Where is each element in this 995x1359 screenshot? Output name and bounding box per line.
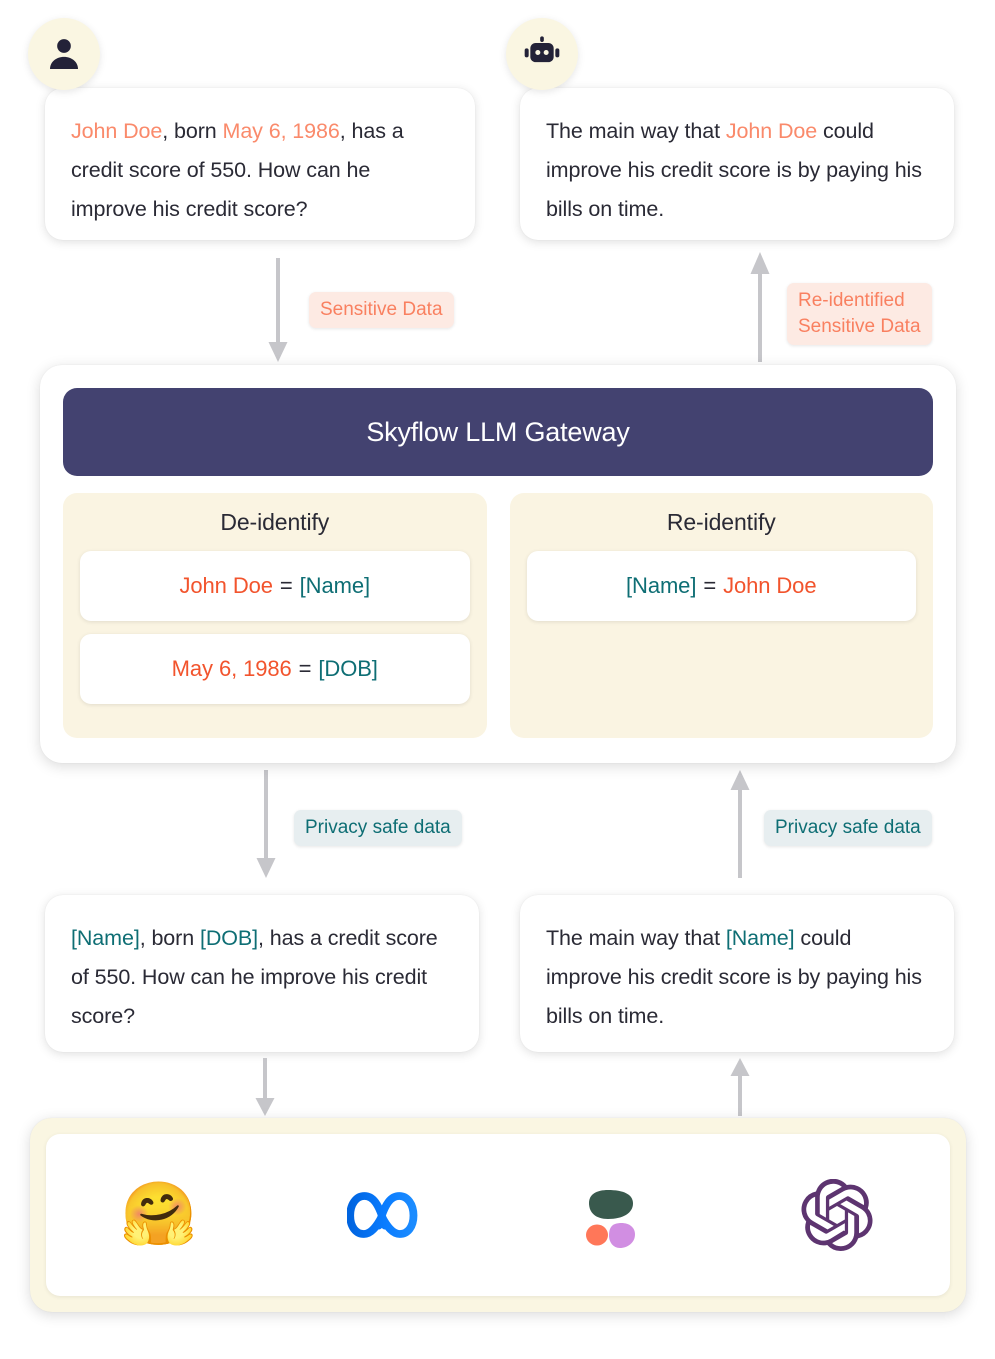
text-run-plain: , born bbox=[162, 119, 223, 143]
openai-logo[interactable] bbox=[799, 1177, 875, 1253]
text-run-plain: The main way that bbox=[546, 119, 726, 143]
text-run-pii: John Doe bbox=[71, 119, 163, 143]
text-run-pii: May 6, 1986 bbox=[222, 119, 340, 143]
arrow-sensitive-data-down bbox=[265, 258, 291, 362]
label-privacy-safe-data-up: Privacy safe data bbox=[764, 810, 932, 846]
llm-providers-row: 🤗 bbox=[46, 1134, 950, 1296]
mapping-operator: = bbox=[703, 573, 717, 598]
message-text: [Name], born [DOB], has a credit score o… bbox=[71, 926, 438, 1028]
text-run-pii: John Doe bbox=[725, 119, 818, 143]
arrow-to-llm-down bbox=[252, 1058, 278, 1116]
message-text: John Doe, born May 6, 1986, has a credit… bbox=[71, 119, 404, 221]
message-bot-deidentified: The main way that [Name] could improve h… bbox=[520, 895, 954, 1052]
bot-avatar bbox=[506, 18, 578, 90]
user-avatar-icon bbox=[50, 39, 78, 69]
cohere-logo[interactable] bbox=[573, 1177, 649, 1253]
openai-knot-icon bbox=[801, 1179, 873, 1251]
user-avatar bbox=[28, 18, 100, 90]
text-run-plain: , has a credit score of 550. How can he … bbox=[71, 119, 404, 221]
mapping-right: [DOB] bbox=[318, 656, 378, 681]
text-run-token: [Name] bbox=[71, 926, 140, 950]
mapping-operator: = bbox=[298, 656, 312, 681]
token-mapping-row: John Doe = [Name] bbox=[80, 551, 470, 621]
meta-infinity-icon bbox=[347, 1192, 418, 1238]
mapping-left: John Doe bbox=[179, 573, 273, 598]
meta-logo[interactable] bbox=[347, 1177, 423, 1253]
text-run-token: [Name] bbox=[725, 926, 795, 950]
hugging-face-logo[interactable]: 🤗 bbox=[120, 1177, 198, 1253]
mapping-right: John Doe bbox=[723, 573, 817, 598]
message-text: The main way that [Name] could improve h… bbox=[546, 926, 922, 1028]
gateway-panels: De-identify John Doe = [Name] May 6, 198… bbox=[63, 493, 933, 738]
arrow-privacy-safe-down bbox=[253, 770, 279, 878]
message-text: The main way that John Doe could improve… bbox=[546, 119, 922, 221]
cohere-blob-icon bbox=[586, 1190, 635, 1248]
hugging-face-emoji-icon: 🤗 bbox=[120, 1180, 198, 1249]
text-run-plain: could improve his credit score is by pay… bbox=[546, 926, 922, 1028]
llm-providers-frame: 🤗 bbox=[30, 1118, 966, 1312]
message-user-sensitive: John Doe, born May 6, 1986, has a credit… bbox=[45, 88, 475, 240]
text-run-plain: The main way that bbox=[546, 926, 726, 950]
text-run-token: [DOB] bbox=[199, 926, 259, 950]
token-mapping-row: [Name] = John Doe bbox=[526, 551, 916, 621]
panel-de-identify: De-identify John Doe = [Name] May 6, 198… bbox=[63, 493, 487, 738]
gateway-title-bar: Skyflow LLM Gateway bbox=[63, 388, 933, 476]
text-run-plain: could improve his credit score is by pay… bbox=[546, 119, 922, 221]
robot-avatar-icon bbox=[524, 36, 560, 63]
message-bot-reidentified: The main way that John Doe could improve… bbox=[520, 88, 954, 240]
text-run-plain: , has a credit score of 550. How can he … bbox=[71, 926, 438, 1028]
mapping-right: [Name] bbox=[299, 573, 370, 598]
mapping-left: [Name] bbox=[626, 573, 697, 598]
arrow-privacy-safe-up bbox=[727, 770, 753, 878]
mapping-left: May 6, 1986 bbox=[171, 656, 292, 681]
arrow-from-llm-up bbox=[727, 1058, 753, 1116]
mapping-operator: = bbox=[279, 573, 293, 598]
label-reidentified-sensitive-data: Re-identified Sensitive Data bbox=[787, 283, 932, 345]
message-user-deidentified: [Name], born [DOB], has a credit score o… bbox=[45, 895, 479, 1052]
panel-title-re-identify: Re-identify bbox=[666, 509, 776, 535]
label-sensitive-data: Sensitive Data bbox=[309, 292, 454, 328]
skyflow-llm-gateway-card: Skyflow LLM Gateway De-identify John Doe… bbox=[40, 365, 956, 763]
panel-re-identify: Re-identify [Name] = John Doe bbox=[509, 493, 933, 738]
gateway-title: Skyflow LLM Gateway bbox=[366, 416, 630, 447]
label-privacy-safe-data-down: Privacy safe data bbox=[294, 810, 462, 846]
panel-title-de-identify: De-identify bbox=[220, 509, 330, 535]
arrow-reidentified-data-up bbox=[747, 252, 773, 362]
text-run-plain: , born bbox=[139, 926, 200, 950]
token-mapping-row: May 6, 1986 = [DOB] bbox=[80, 634, 470, 704]
